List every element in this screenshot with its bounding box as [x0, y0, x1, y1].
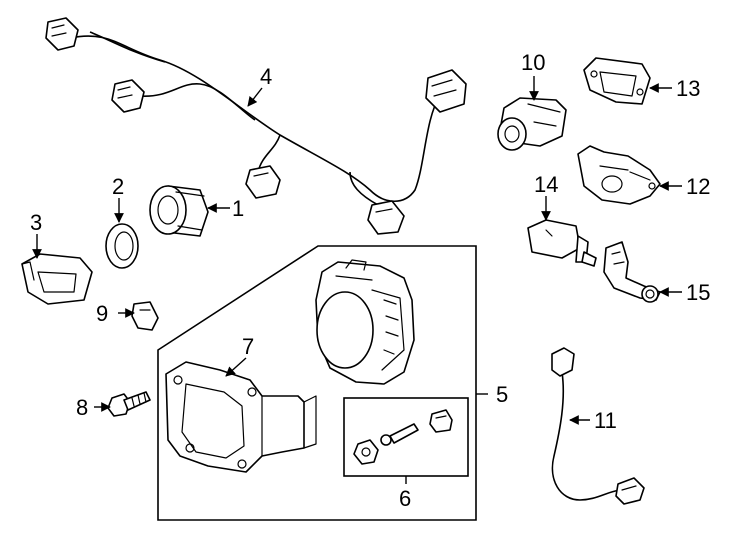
mounting-bolt: [107, 391, 151, 417]
retaining-clip: [131, 301, 159, 331]
sensor-cable: [551, 347, 645, 505]
harness-connector-right-lower: [367, 200, 405, 235]
callout-7: 7: [242, 334, 254, 359]
radar-assembly-box: [157, 245, 477, 521]
radar-mounting-bracket: [165, 361, 317, 473]
cable-connector-top: [551, 347, 575, 377]
sensor-retaining-ring: [105, 223, 139, 269]
callout-9: 9: [96, 301, 108, 326]
temperature-sensor: [527, 219, 597, 267]
hardware-grommet: [429, 409, 453, 433]
callout-labels: 1 2 3 4 5 6 7 8 9 10 11 12 13 14 15: [30, 50, 710, 511]
cable-connector-bottom: [615, 477, 645, 505]
camera-bracket-upper: [583, 57, 651, 105]
parking-sensor: [149, 185, 209, 237]
hardware-pin: [380, 423, 419, 446]
radar-sensor-unit: [315, 259, 415, 385]
camera-module: [497, 97, 567, 151]
callout-6: 6: [399, 486, 411, 511]
hardware-kit-box: [343, 397, 469, 477]
harness-connector-mid-left: [111, 79, 145, 113]
callout-8: 8: [76, 395, 88, 420]
callout-11: 11: [594, 408, 617, 433]
leader-lines: [32, 76, 682, 484]
wiring-harness: [45, 17, 467, 235]
sensor-bracket: [603, 241, 661, 303]
callout-1: 1: [232, 196, 244, 221]
callout-10: 10: [521, 50, 545, 75]
hardware-nut: [353, 439, 379, 465]
callout-15: 15: [686, 280, 710, 305]
harness-connector-top-left: [45, 17, 79, 51]
callout-4: 4: [260, 64, 272, 89]
callout-13: 13: [676, 76, 700, 101]
callout-2: 2: [112, 174, 124, 199]
callout-5: 5: [496, 382, 508, 407]
callout-14: 14: [534, 172, 558, 197]
camera-bracket-lower: [577, 145, 661, 205]
sensor-holder: [21, 253, 93, 305]
harness-connector-center: [245, 165, 281, 199]
callout-12: 12: [686, 174, 710, 199]
callout-3: 3: [30, 210, 42, 235]
harness-connector-top-right: [425, 69, 467, 113]
